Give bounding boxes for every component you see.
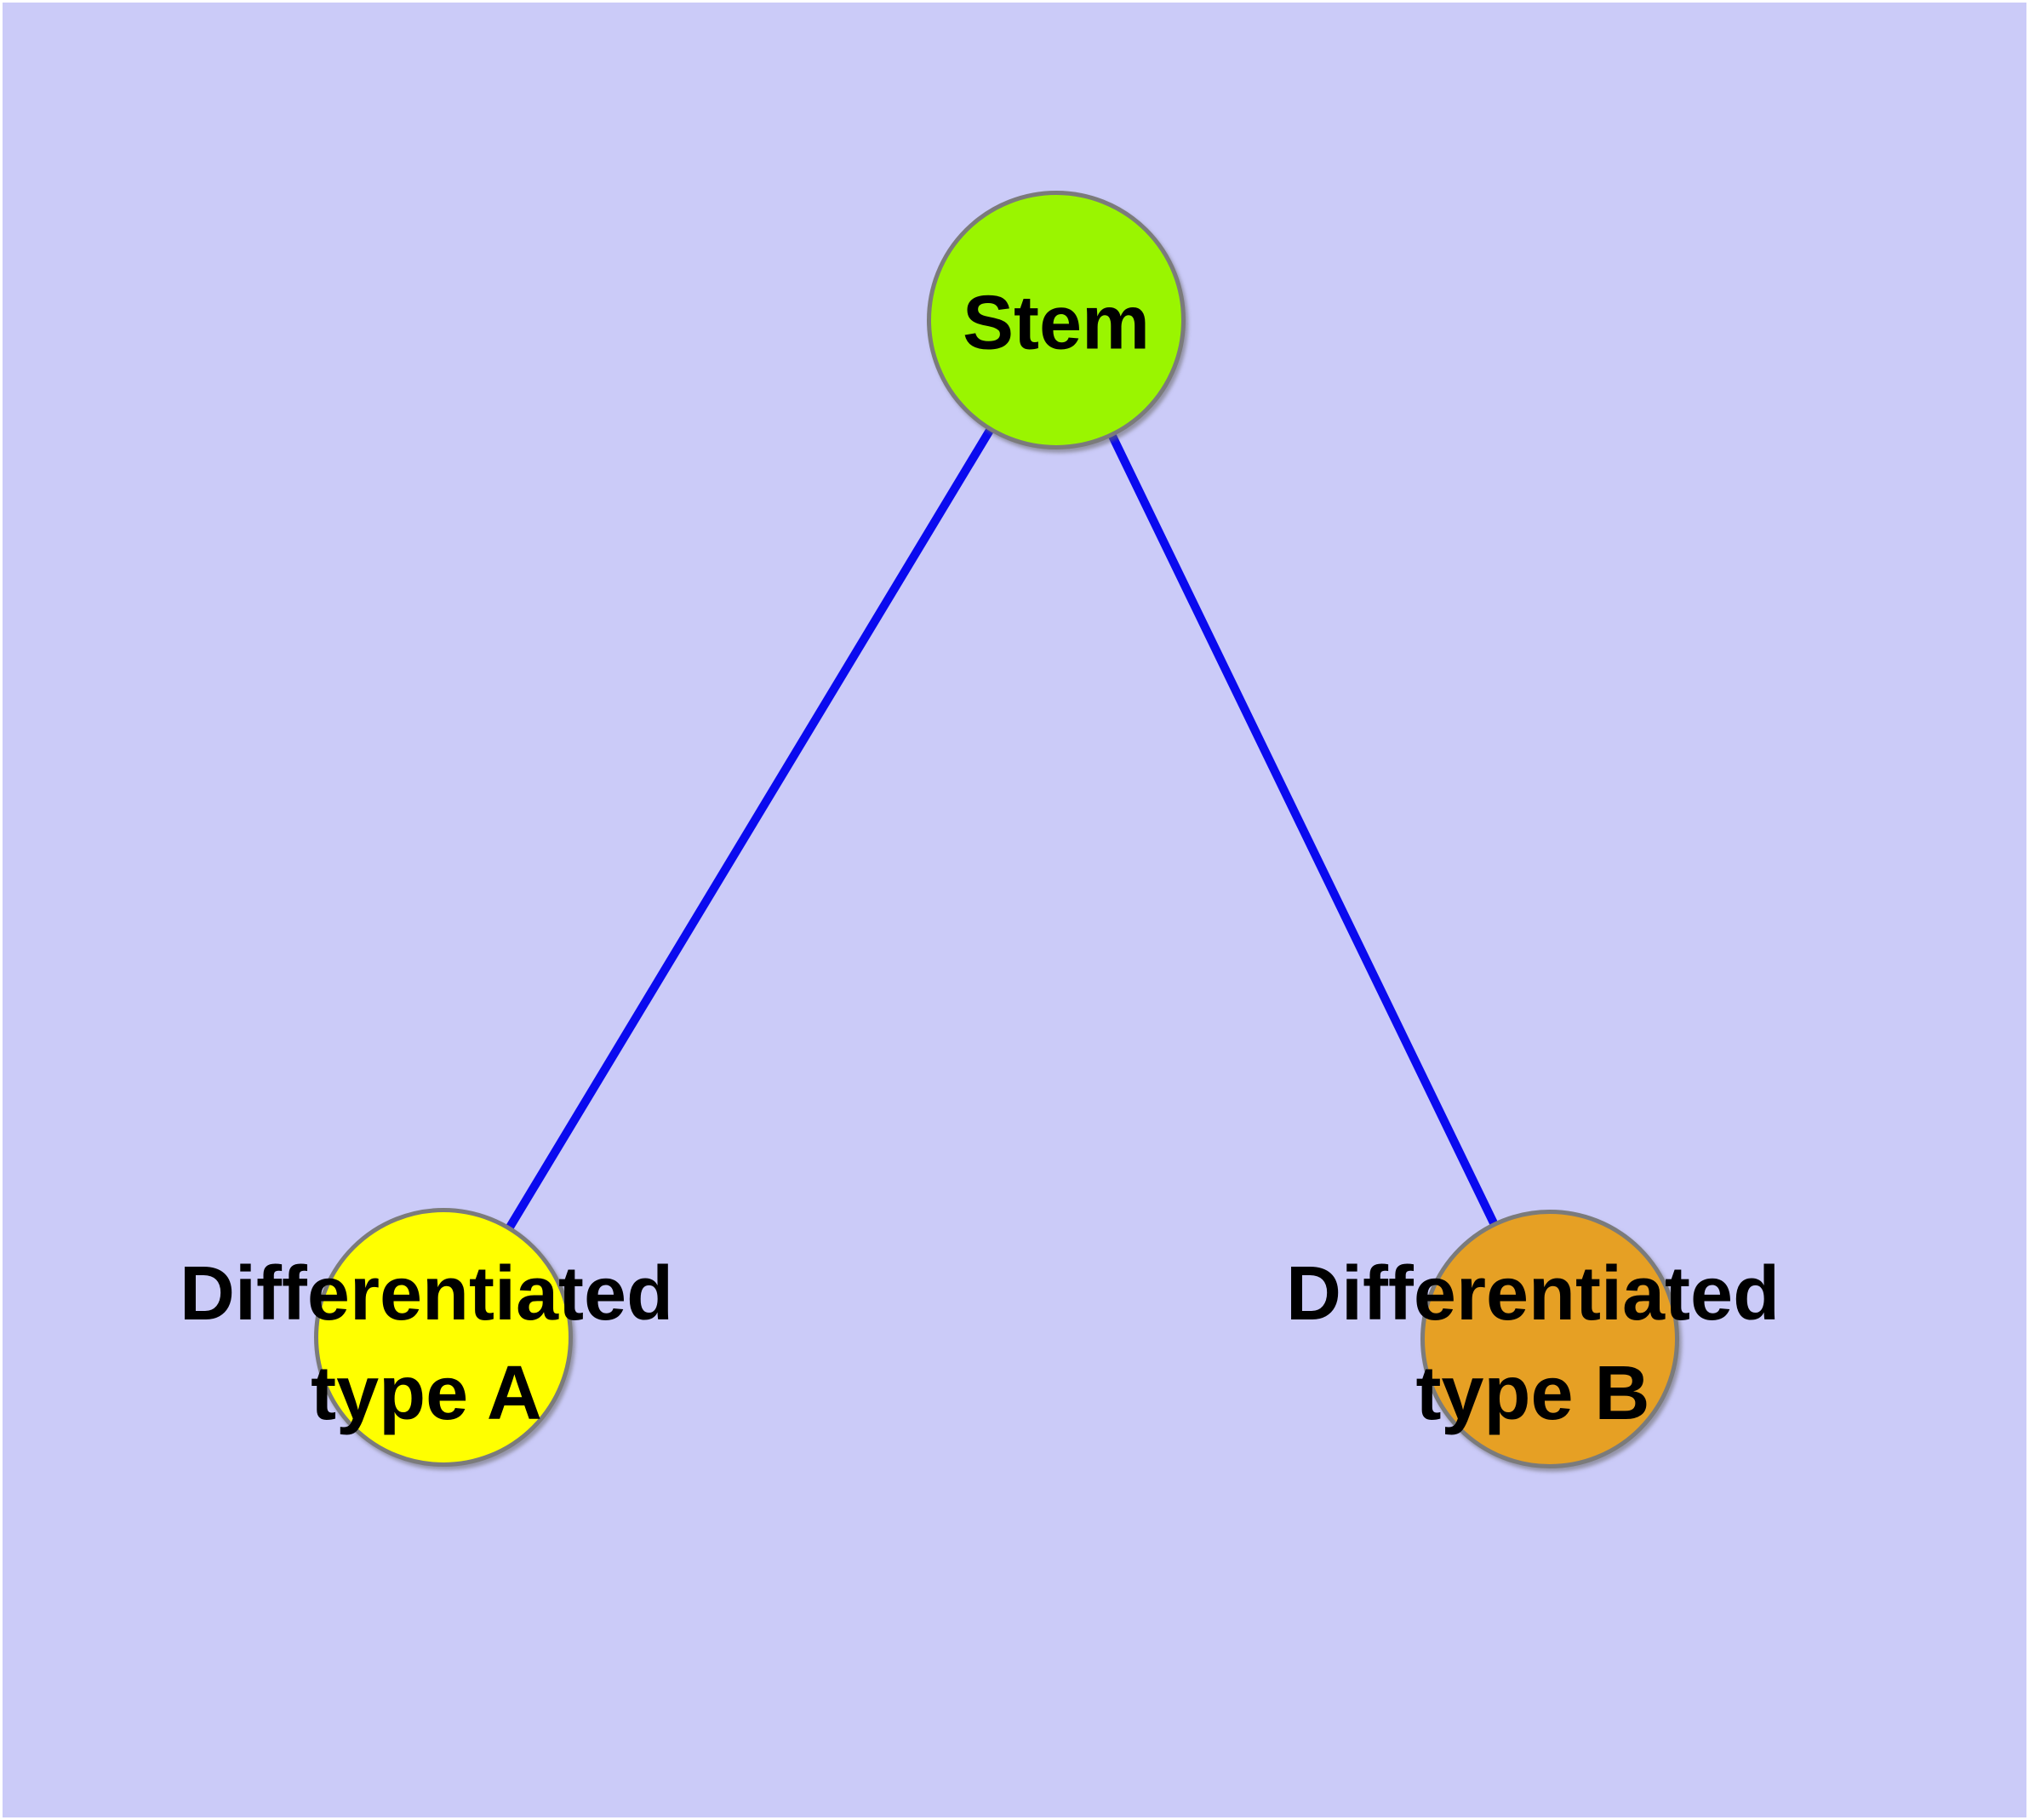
edges-layer [439,318,1554,1342]
plot-canvas: Stem Differentiated type A Differentiate… [3,3,2026,1817]
node-differentiated-type-b-label: Differentiated type B [1286,1245,1780,1444]
node-type-a-label-line-1: Differentiated [179,1251,674,1336]
node-type-a-label-line-2: type A [311,1351,542,1436]
edge-stem-to-type-a [439,318,1060,1340]
node-type-b-label-line-2: type B [1415,1351,1650,1436]
node-type-b-label-line-1: Differentiated [1285,1251,1780,1336]
node-differentiated-type-a[interactable] [314,1208,573,1467]
node-differentiated-type-a-label: Differentiated type A [180,1245,673,1444]
node-stem-label-text: Stem [962,280,1151,366]
node-stem[interactable] [927,191,1186,449]
node-stem-label: Stem [963,274,1150,374]
node-differentiated-type-b[interactable] [1420,1210,1679,1468]
edge-stem-to-type-b [1052,318,1554,1342]
